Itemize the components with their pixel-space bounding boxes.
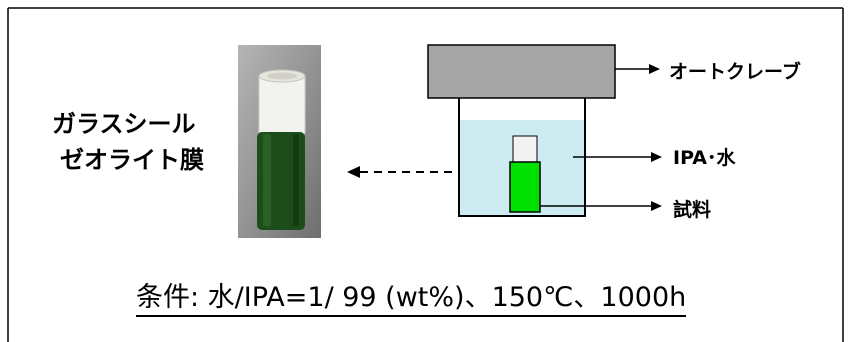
autoclave-lid: [427, 44, 616, 99]
sample-photo: [238, 45, 321, 238]
dashed-arrow: [347, 166, 508, 178]
sample-arrow: [540, 201, 662, 211]
autoclave-label: オートクレーブ: [669, 61, 801, 83]
sample-top-seal: [512, 135, 538, 163]
condition-caption: 条件: 水/IPA=1/ 99 (wt%)、150℃、1000h: [136, 282, 687, 317]
autoclave-arrow: [615, 64, 660, 74]
sample-body: [509, 161, 541, 213]
sample-label: 試料: [673, 199, 712, 221]
liquid-arrow: [573, 152, 662, 162]
zeolite-membrane-label: ゼオライト膜: [60, 146, 204, 174]
liquid-label: IPA･水: [673, 147, 736, 169]
glass-seal: [258, 73, 306, 137]
glass-seal-label: ガラスシール: [52, 110, 196, 138]
